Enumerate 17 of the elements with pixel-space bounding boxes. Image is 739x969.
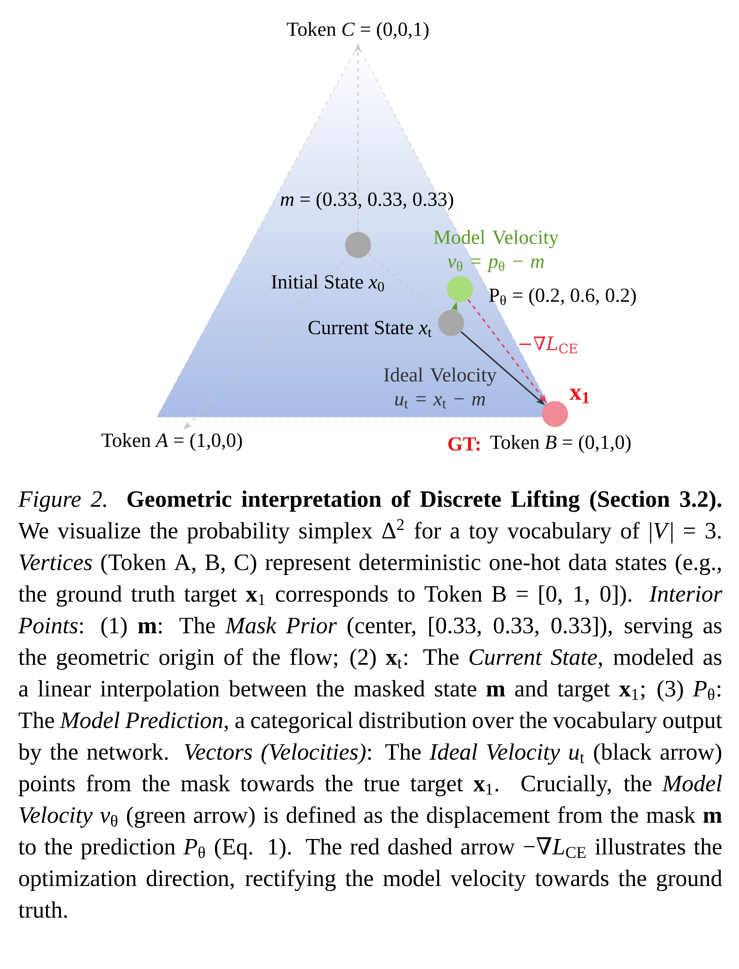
edge-label: Ideal Velocity u$_{t}$ = x$_{t}$ − m [384, 368, 497, 408]
point-marker [542, 401, 568, 427]
caption: Figure 2. Geometric interpretation of Discrete Lifting (Section 3.2). We visualize the probability simplex Δ$^{2}$ for a toy vocabulary of |V| = 3. Vertices (Token A, B, C) represent deterministic one-hot data states (e.g., the ground truth target x$_{1}$ corresponds to Token B = [0, 1, 0]). Interior Points: (1) m: The Mask Prior (center, [0.33, 0.33, 0.33]), serving as the geometric origin of the flow; (2) x$_{t}$: The Current State, modeled as a linear interpolation between the masked state m and target x$_{1}$; (3) P$_{θ}$: The Model Prediction, a categorical distribution over the vocabulary output by the network. Vectors (Velocities): The Ideal Velocity u$_{t}$ (black arrow) points from the mask towards the true target x$_{1}$. Crucially, the Model Velocity v$_{θ}$ (green arrow) is defined as the displacement from the mask m to the prediction P$_{θ}$ (Eq. 1). The red dashed arrow −∇L$_{CE}$ illustrates the optimization direction, rectifying the model velocity towards the ground truth. [18, 490, 722, 918]
coordinate-label: P$_{θ}$ = (0.2, 0.6, 0.2) [489, 288, 636, 306]
state-label: Current State x$_{t}$ [308, 320, 432, 338]
vertex-label: Token C = (0,0,1) [286, 22, 428, 40]
vertex-label: Token B = (0,1,0) [490, 434, 631, 454]
edge-label: −∇L$_{CE}$ [519, 336, 577, 354]
point-marker [447, 276, 473, 302]
edge-label: Model Velocity v$_{θ}$ = p$_{θ}$ − m [434, 230, 559, 272]
point-marker [345, 232, 371, 258]
ground-truth-label: GT: [448, 437, 480, 451]
target-label: x$_{1}$ [570, 388, 589, 404]
coordinate-label: m = (0.33, 0.33, 0.33) [280, 192, 454, 210]
state-label: Initial State x$_{0}$ [272, 274, 384, 292]
point-marker [438, 310, 464, 336]
vertex-label: Token A = (1,0,0) [102, 432, 242, 452]
